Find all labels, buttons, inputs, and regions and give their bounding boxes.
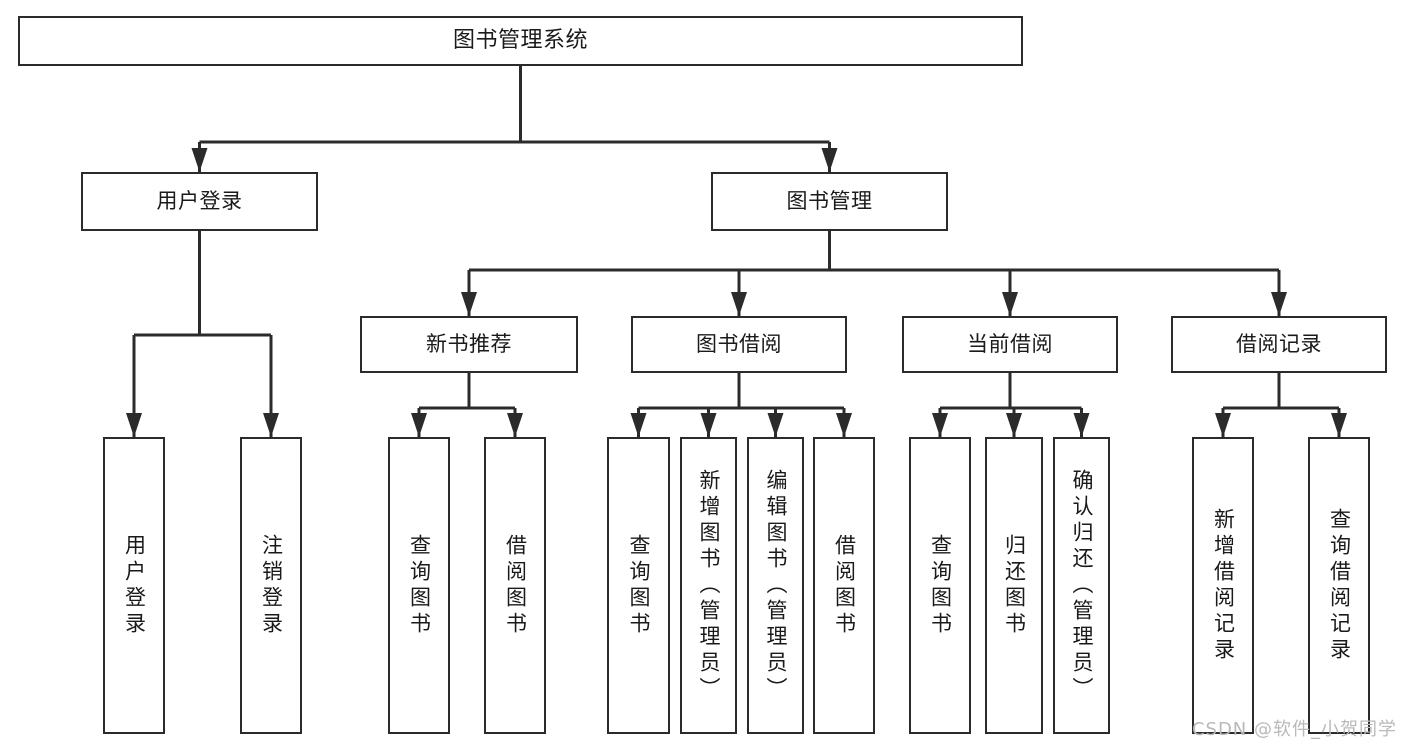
node-label: 借阅图书 — [503, 533, 528, 638]
node-label: 借阅图书 — [832, 533, 857, 638]
node-bookmgmt[interactable]: 图书管理 — [711, 172, 948, 231]
node-l-bo-query[interactable]: 查询图书 — [607, 437, 670, 734]
node-label: 新增图书（管理员） — [697, 468, 721, 703]
node-label: 图书借阅 — [696, 332, 782, 357]
node-l-rc-add[interactable]: 新增借阅记录 — [1192, 437, 1254, 734]
node-label: 用户登录 — [156, 189, 243, 214]
node-l-cu-ack[interactable]: 确认归还（管理员） — [1053, 437, 1110, 734]
node-l-nb-borrow[interactable]: 借阅图书 — [484, 437, 546, 734]
node-label: 编辑图书（管理员） — [764, 468, 788, 703]
node-records[interactable]: 借阅记录 — [1171, 316, 1387, 373]
node-label: 用户登录 — [122, 533, 147, 638]
csdn-watermark: CSDN @软件_小贺同学 — [1191, 719, 1397, 740]
node-current[interactable]: 当前借阅 — [902, 316, 1118, 373]
node-l-rc-query[interactable]: 查询借阅记录 — [1308, 437, 1370, 734]
node-label: 当前借阅 — [967, 332, 1053, 357]
node-l-cu-query[interactable]: 查询图书 — [909, 437, 971, 734]
node-label: 查询借阅记录 — [1327, 507, 1352, 664]
node-root[interactable]: 图书管理系统 — [18, 16, 1023, 66]
node-l-bo-edit[interactable]: 编辑图书（管理员） — [747, 437, 804, 734]
node-label: 新增借阅记录 — [1211, 507, 1236, 664]
node-label: 注销登录 — [259, 533, 284, 638]
node-label: 图书管理系统 — [452, 28, 588, 54]
node-label: 确认归还（管理员） — [1070, 468, 1094, 703]
node-label: 图书管理 — [786, 189, 873, 214]
node-label: 查询图书 — [928, 533, 953, 638]
node-l-bo-lend[interactable]: 借阅图书 — [813, 437, 875, 734]
node-login[interactable]: 用户登录 — [81, 172, 318, 231]
node-label: 查询图书 — [407, 533, 432, 638]
node-label: 新书推荐 — [426, 332, 512, 357]
node-borrow[interactable]: 图书借阅 — [631, 316, 847, 373]
node-label: 查询图书 — [627, 533, 651, 638]
node-l-nb-query[interactable]: 查询图书 — [388, 437, 450, 734]
node-l-bo-add[interactable]: 新增图书（管理员） — [680, 437, 737, 734]
node-label: 归还图书 — [1002, 533, 1027, 638]
node-label: 借阅记录 — [1236, 332, 1322, 357]
node-newbook[interactable]: 新书推荐 — [360, 316, 578, 373]
node-l-login[interactable]: 用户登录 — [103, 437, 165, 734]
node-l-cu-return[interactable]: 归还图书 — [985, 437, 1043, 734]
node-l-logout[interactable]: 注销登录 — [240, 437, 302, 734]
